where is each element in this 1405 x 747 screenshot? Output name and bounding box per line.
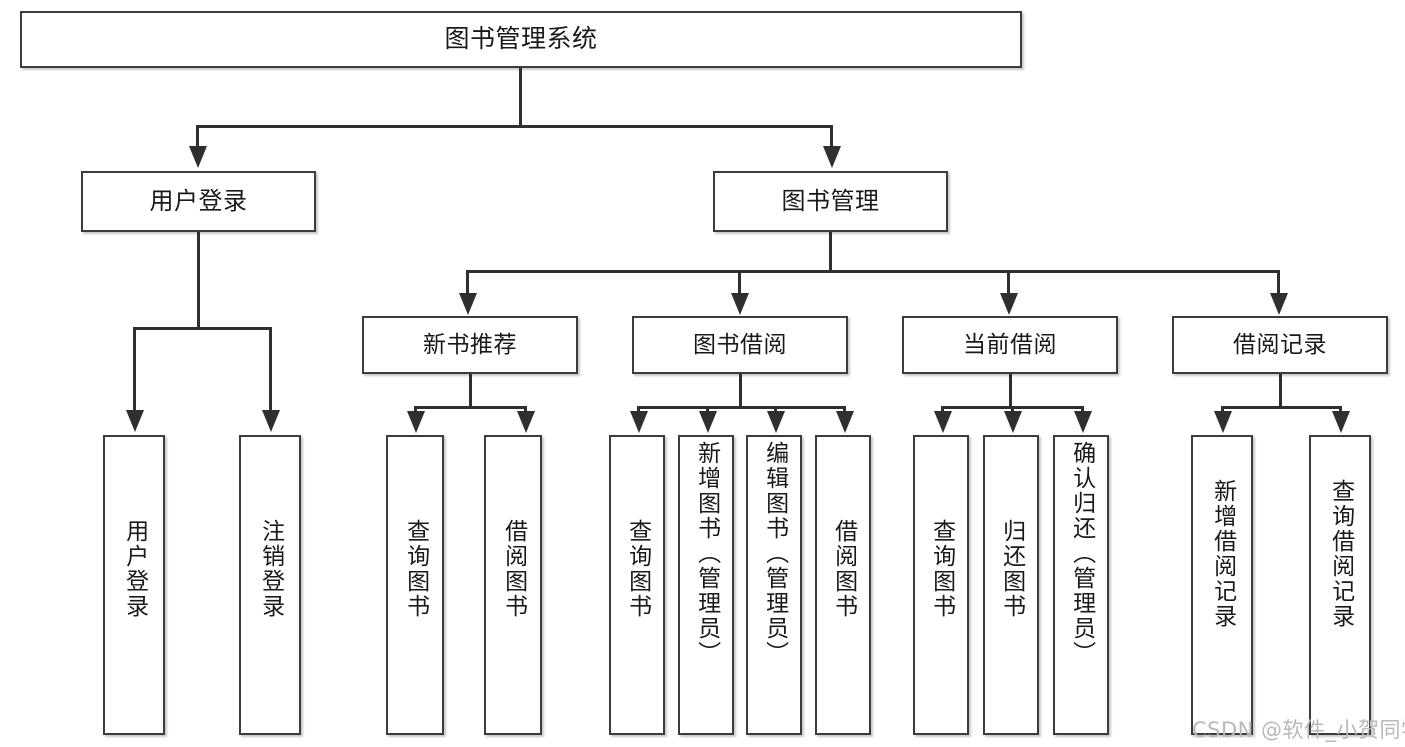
- leaf-cb-return-book[interactable]: 归还图书: [983, 435, 1039, 735]
- leaf-cb-query-book[interactable]: 查询图书: [913, 435, 969, 735]
- leaf-bb-edit-book-admin[interactable]: 编辑图书（管理员）: [746, 435, 802, 735]
- node-user-login[interactable]: 用户登录: [81, 171, 316, 232]
- leaf-bb-add-book-admin[interactable]: 新增图书（管理员）: [678, 435, 734, 735]
- leaf-nb-borrow-book[interactable]: 借阅图书: [484, 435, 542, 735]
- arrowhead-borrow-record: [1270, 293, 1288, 315]
- arrowhead-current-borrow: [1000, 293, 1018, 315]
- node-label: 用户登录: [121, 519, 148, 619]
- connector-book-borrow-stem: [739, 374, 742, 406]
- leaf-nb-query-book[interactable]: 查询图书: [386, 435, 444, 735]
- node-current-borrow[interactable]: 当前借阅: [902, 316, 1118, 374]
- node-label: 编辑图书（管理员）: [761, 441, 788, 666]
- leaf-br-query-record[interactable]: 查询借阅记录: [1309, 435, 1371, 735]
- node-label: 查询图书: [928, 519, 955, 619]
- leaf-logout[interactable]: 注销登录: [239, 435, 301, 735]
- leaf-bb-borrow-book[interactable]: 借阅图书: [815, 435, 871, 735]
- leaf-br-add-record[interactable]: 新增借阅记录: [1191, 435, 1253, 735]
- arrowhead-user-login: [189, 146, 207, 168]
- node-label: 借阅记录: [1233, 331, 1327, 358]
- connector-level2-bar: [196, 125, 832, 128]
- leaf-user-login[interactable]: 用户登录: [103, 435, 165, 735]
- node-label: 图书管理: [781, 186, 880, 215]
- connector-user-login-stem: [197, 232, 200, 327]
- leaf-cb-confirm-return-admin[interactable]: 确认归还（管理员）: [1053, 435, 1109, 735]
- connector-borrow-record-stem: [1279, 374, 1282, 406]
- connector-arrow-leaf-user-login: [133, 327, 136, 411]
- arrowhead-nb-query: [407, 411, 425, 433]
- arrowhead-bb-borrow: [836, 411, 854, 433]
- connector-arrow-new-book: [466, 270, 469, 294]
- arrowhead-br-query: [1332, 411, 1350, 433]
- connector-root-stem: [519, 68, 522, 125]
- node-label: 查询图书: [624, 519, 651, 619]
- connector-arrow-bb-add: [706, 406, 709, 412]
- connector-arrow-br-query: [1339, 406, 1342, 412]
- connector-arrow-cb-confirm: [1081, 406, 1084, 412]
- connector-arrow-bb-edit: [774, 406, 777, 412]
- node-label: 图书管理系统: [444, 24, 598, 54]
- node-book-management[interactable]: 图书管理: [713, 171, 948, 232]
- connector-arrow-bb-borrow: [843, 406, 846, 412]
- connector-borrow-record-bar: [1221, 406, 1339, 409]
- connector-arrow-cb-return: [1011, 406, 1014, 412]
- connector-arrow-user-login: [196, 125, 199, 147]
- node-label: 新增图书（管理员）: [693, 441, 720, 666]
- node-label: 新书推荐: [423, 331, 517, 358]
- connector-level3-bar: [466, 270, 1280, 273]
- arrowhead-bb-query: [630, 411, 648, 433]
- connector-current-borrow-stem: [1009, 374, 1012, 406]
- watermark: CSDN @软件_小贺同学: [1192, 718, 1405, 742]
- connector-new-book-bar: [414, 406, 524, 409]
- connector-arrow-book-management: [830, 125, 833, 147]
- arrowhead-br-add: [1214, 411, 1232, 433]
- arrowhead-bb-edit: [767, 411, 785, 433]
- node-label: 用户登录: [149, 186, 248, 215]
- arrowhead-leaf-logout: [262, 410, 280, 432]
- node-borrow-record[interactable]: 借阅记录: [1172, 316, 1388, 374]
- node-label: 当前借阅: [963, 331, 1057, 358]
- node-label: 借阅图书: [500, 519, 527, 619]
- connector-book-management-stem: [829, 232, 832, 270]
- node-new-book-recommend[interactable]: 新书推荐: [362, 316, 578, 374]
- arrowhead-new-book: [459, 293, 477, 315]
- connector-arrow-book-borrow: [738, 270, 741, 294]
- arrowhead-nb-borrow: [517, 411, 535, 433]
- connector-arrow-borrow-record: [1277, 270, 1280, 294]
- node-label: 注销登录: [257, 519, 284, 619]
- arrowhead-cb-query: [934, 411, 952, 433]
- node-label: 借阅图书: [830, 519, 857, 619]
- connector-user-login-bar: [133, 327, 270, 330]
- leaf-bb-query-book[interactable]: 查询图书: [609, 435, 665, 735]
- arrowhead-bb-add: [699, 411, 717, 433]
- arrowhead-cb-confirm: [1074, 411, 1092, 433]
- connector-book-borrow-bar: [637, 406, 843, 409]
- arrowhead-book-borrow: [731, 293, 749, 315]
- connector-arrow-current-borrow: [1007, 270, 1010, 294]
- arrowhead-cb-return: [1004, 411, 1022, 433]
- node-label: 查询借阅记录: [1327, 479, 1354, 629]
- connector-arrow-cb-query: [941, 406, 944, 412]
- connector-arrow-leaf-logout: [269, 327, 272, 411]
- node-root-book-management-system[interactable]: 图书管理系统: [20, 11, 1022, 68]
- arrowhead-book-management: [823, 146, 841, 168]
- node-label: 图书借阅: [693, 331, 787, 358]
- connector-arrow-br-add: [1221, 406, 1224, 412]
- arrowhead-leaf-user-login: [126, 410, 144, 432]
- connector-arrow-bb-query: [637, 406, 640, 412]
- connector-arrow-nb-borrow: [524, 406, 527, 412]
- connector-arrow-nb-query: [414, 406, 417, 412]
- node-book-borrow[interactable]: 图书借阅: [632, 316, 848, 374]
- node-label: 归还图书: [998, 519, 1025, 619]
- node-label: 确认归还（管理员）: [1068, 441, 1095, 666]
- node-label: 查询图书: [402, 519, 429, 619]
- connector-new-book-stem: [469, 374, 472, 406]
- node-label: 新增借阅记录: [1209, 479, 1236, 629]
